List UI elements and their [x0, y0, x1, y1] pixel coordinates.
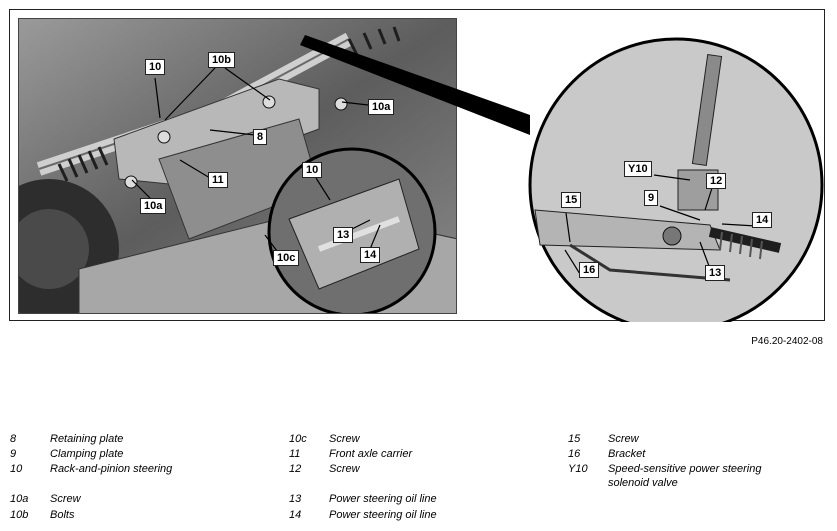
legend-row: solenoid valve	[568, 476, 828, 490]
legend-number: 15	[568, 433, 581, 445]
legend-row: 16 Bracket	[568, 447, 828, 461]
legend-number: 10b	[10, 509, 29, 521]
callout-14-right: 14	[752, 212, 773, 228]
photo-drawing	[19, 19, 456, 313]
legend-description: Power steering oil line	[329, 493, 437, 505]
legend-row: 15 Screw	[568, 432, 828, 446]
legend-number: 10c	[289, 433, 307, 445]
callout-11: 11	[208, 172, 228, 188]
callout-lines	[131, 35, 824, 322]
callout-16: 16	[579, 262, 600, 278]
legend-number: 16	[568, 448, 581, 460]
legend-description: Speed-sensitive power steering	[608, 463, 762, 475]
legend-number: 14	[289, 509, 302, 521]
callout-10-inset: 10	[302, 162, 323, 178]
legend-number: 10a	[10, 493, 29, 505]
legend-description: Power steering oil line	[329, 509, 437, 521]
callout-10b: 10b	[208, 52, 235, 68]
callout-8: 8	[253, 129, 268, 145]
callout-9: 9	[644, 190, 659, 206]
callout-10a-left: 10a	[140, 198, 167, 214]
legend-row: 8 Retaining plate	[10, 432, 270, 446]
legend-number: 13	[289, 493, 302, 505]
callout-10: 10	[145, 59, 166, 75]
legend-number: 11	[289, 448, 301, 460]
legend-number: 9	[10, 448, 17, 460]
legend-row: 9 Clamping plate	[10, 447, 270, 461]
figure-frame: 10 10b 10a 8 11 10a 10 13 14 10c Y10 9 1…	[9, 9, 825, 322]
legend-number: 8	[10, 433, 17, 445]
legend-description: Screw	[329, 463, 360, 475]
zoom-inset-circle	[528, 37, 824, 322]
legend-row: 10 Rack-and-pinion steering	[10, 462, 270, 476]
legend-row: 12 Screw	[289, 462, 549, 476]
legend-description: Screw	[50, 493, 81, 505]
legend-description: solenoid valve	[608, 477, 678, 489]
legend-description: Screw	[608, 433, 639, 445]
callout-14-inset: 14	[360, 247, 381, 263]
callout-10a: 10a	[368, 99, 395, 115]
legend-row: 10a Screw	[10, 492, 270, 506]
legend-row: 14 Power steering oil line	[289, 508, 549, 522]
legend-number: 12	[289, 463, 302, 475]
callout-13-inset: 13	[333, 227, 354, 243]
legend-row: 13 Power steering oil line	[289, 492, 549, 506]
figure-id: P46.20-2402-08	[751, 336, 823, 347]
legend-row: Y10 Speed-sensitive power steering	[568, 462, 828, 476]
legend-description: Rack-and-pinion steering	[50, 463, 173, 475]
legend-col1: 8 Retaining plate 9 Clamping plate 10 Ra…	[10, 432, 270, 527]
legend-row: 10b Bolts	[10, 508, 270, 522]
callout-10c: 10c	[273, 250, 300, 266]
callout-15: 15	[561, 192, 582, 208]
callout-Y10: Y10	[624, 161, 652, 177]
zoom-connector	[300, 35, 530, 135]
legend-description: Front axle carrier	[329, 448, 413, 460]
callout-13-right: 13	[705, 265, 726, 281]
legend-row: 11 Front axle carrier	[289, 447, 549, 461]
legend-description: Bolts	[50, 509, 75, 521]
legend-number: 10	[10, 463, 23, 475]
callout-12: 12	[706, 173, 727, 189]
legend-number: Y10	[568, 463, 588, 475]
legend-row: 10c Screw	[289, 432, 549, 446]
legend-description: Bracket	[608, 448, 646, 460]
legend-col3: 15 Screw 16 Bracket Y10 Speed-sensitive …	[568, 432, 828, 527]
legend-description: Retaining plate	[50, 433, 124, 445]
legend-col2: 10c Screw 11 Front axle carrier 12 Screw…	[289, 432, 549, 527]
legend-description: Clamping plate	[50, 448, 124, 460]
legend-description: Screw	[329, 433, 360, 445]
